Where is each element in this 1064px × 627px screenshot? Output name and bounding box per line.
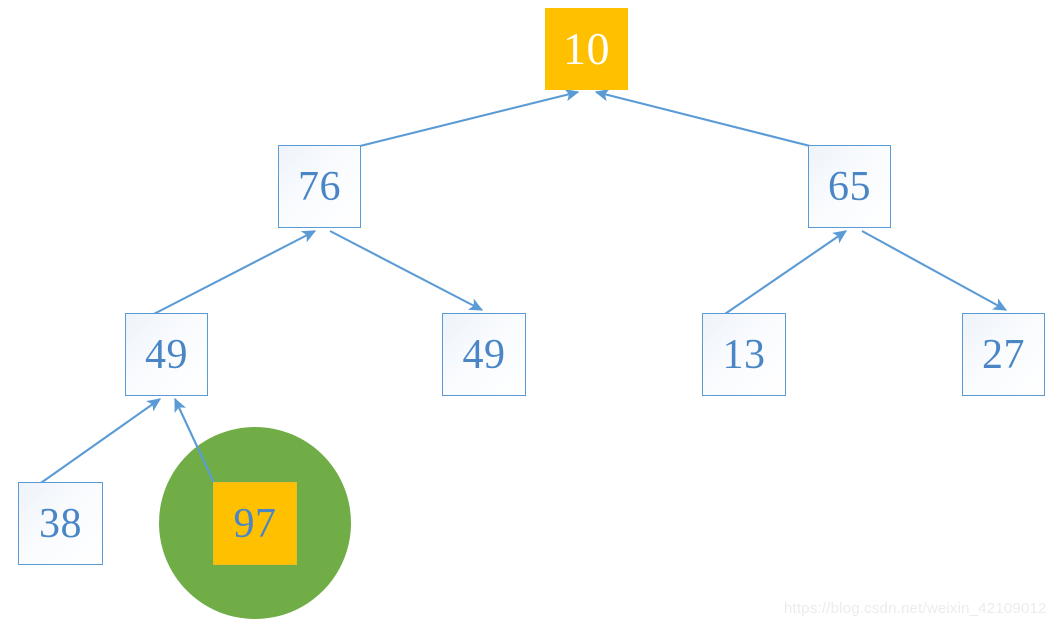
- tree-edge: [594, 88, 819, 150]
- tree-node-49-3[interactable]: 49: [125, 313, 208, 396]
- tree-edge: [37, 398, 162, 486]
- tree-node-label: 27: [982, 331, 1025, 378]
- tree-edge: [861, 230, 1008, 311]
- tree-edge: [351, 88, 580, 150]
- tree-node-label: 49: [462, 331, 506, 378]
- tree-node-65-2[interactable]: 65: [808, 145, 891, 228]
- watermark: https://blog.csdn.net/weixin_42109012: [784, 600, 1047, 617]
- tree-edge: [329, 230, 484, 311]
- tree-node-13-5[interactable]: 13: [702, 313, 786, 396]
- tree-node-label: 65: [828, 163, 871, 210]
- tree-edge: [721, 230, 848, 317]
- tree-node-label: 97: [233, 500, 277, 547]
- tree-node-label: 49: [145, 331, 188, 378]
- tree-node-label: 13: [722, 331, 766, 378]
- tree-node-label: 76: [298, 163, 341, 210]
- tree-node-10-0[interactable]: 10: [545, 8, 628, 90]
- tree-node-76-1[interactable]: 76: [278, 145, 361, 228]
- tree-node-49-4[interactable]: 49: [442, 313, 526, 396]
- tree-node-label: 38: [39, 500, 82, 547]
- tree-node-27-6[interactable]: 27: [962, 313, 1045, 396]
- tree-node-38-7[interactable]: 38: [18, 482, 103, 565]
- tree-edge: [149, 230, 317, 317]
- tree-node-97-8[interactable]: 97: [213, 482, 297, 565]
- tree-node-label: 10: [563, 23, 610, 74]
